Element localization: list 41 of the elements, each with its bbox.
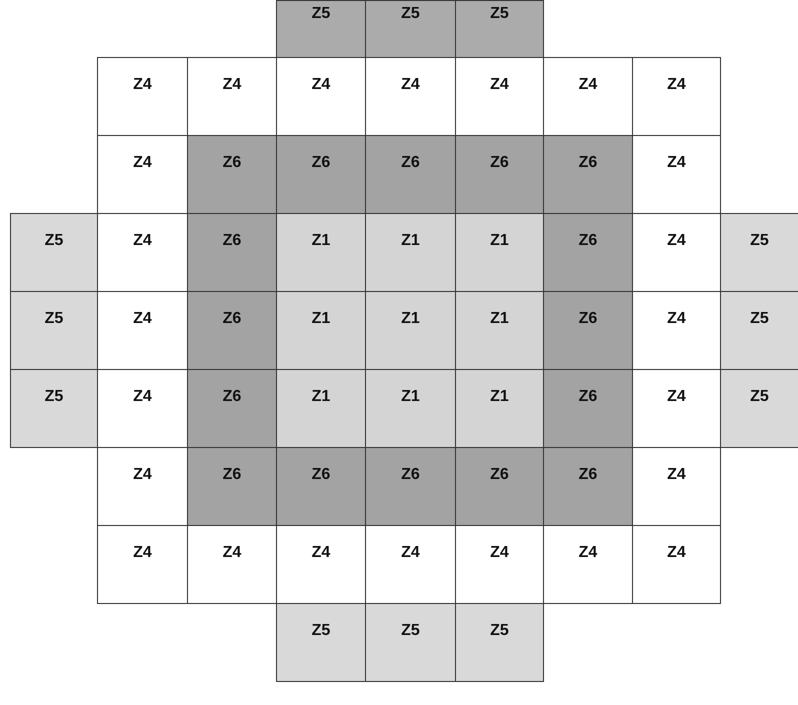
zone-cell: Z5 (10, 213, 98, 292)
zone-cell: Z1 (365, 291, 456, 370)
zone-cell: Z6 (187, 135, 277, 214)
zone-cell: Z5 (455, 0, 544, 58)
zone-cell: Z5 (276, 0, 366, 58)
zone-cell: Z6 (187, 291, 277, 370)
zone-cell: Z6 (455, 447, 544, 526)
zone-cell: Z6 (276, 135, 366, 214)
zone-cell: Z6 (543, 291, 633, 370)
zone-cell: Z5 (10, 291, 98, 370)
zone-cell: Z4 (97, 525, 188, 604)
zone-cell: Z6 (187, 213, 277, 292)
zone-cell: Z4 (632, 525, 721, 604)
zone-cell: Z4 (97, 57, 188, 136)
zone-cell: Z5 (365, 603, 456, 682)
zone-cell: Z4 (632, 57, 721, 136)
zone-cell: Z6 (455, 135, 544, 214)
zone-cell: Z1 (276, 291, 366, 370)
zone-cell: Z1 (365, 369, 456, 448)
zone-cell: Z5 (10, 369, 98, 448)
zone-cell: Z5 (365, 0, 456, 58)
zone-cell: Z5 (720, 291, 798, 370)
zone-cell: Z1 (455, 213, 544, 292)
zone-cell: Z1 (276, 213, 366, 292)
zone-cell: Z6 (276, 447, 366, 526)
zone-cell: Z1 (455, 291, 544, 370)
zone-cell: Z1 (365, 213, 456, 292)
zone-cell: Z6 (543, 213, 633, 292)
zone-cell: Z6 (543, 135, 633, 214)
zone-cell: Z1 (276, 369, 366, 448)
zone-cell: Z5 (276, 603, 366, 682)
zone-cell: Z6 (543, 447, 633, 526)
zone-cell: Z5 (720, 213, 798, 292)
zone-cell: Z5 (455, 603, 544, 682)
zone-cell: Z1 (455, 369, 544, 448)
zone-cell: Z6 (187, 447, 277, 526)
zone-cell: Z6 (365, 135, 456, 214)
zone-cell: Z6 (543, 369, 633, 448)
zone-cell: Z6 (365, 447, 456, 526)
zone-cell: Z5 (720, 369, 798, 448)
zone-cell: Z6 (187, 369, 277, 448)
